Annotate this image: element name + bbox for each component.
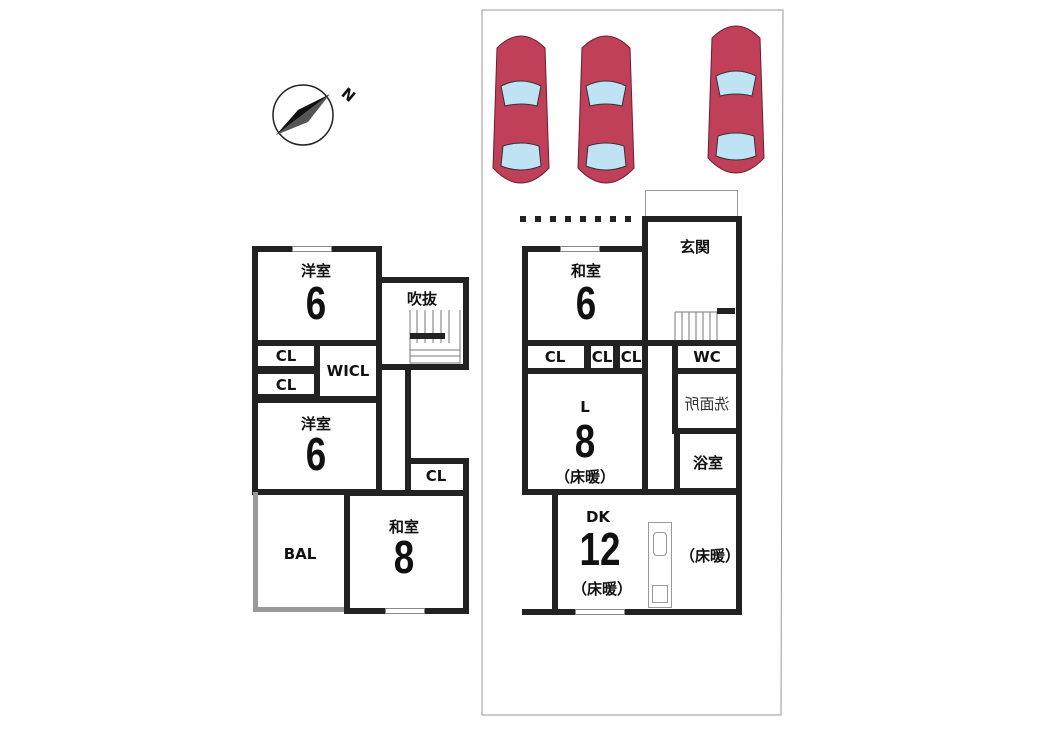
room-size: 6 — [305, 277, 327, 329]
sink-icon — [653, 532, 667, 556]
washroom-label: 洗面所 — [684, 395, 730, 413]
room-label: DK — [585, 508, 611, 526]
closet-label: CL — [275, 376, 297, 394]
room-size: 6 — [305, 428, 327, 480]
window — [292, 246, 332, 252]
wall — [522, 609, 558, 615]
room-label: L — [580, 398, 590, 416]
closet-label: CL — [425, 467, 447, 485]
wicl-label: WICL — [326, 362, 370, 380]
car-icon — [707, 25, 765, 174]
closet-label: CL — [275, 347, 297, 365]
room-label: 洋室 — [300, 262, 332, 280]
wall — [614, 489, 742, 495]
entrance-label: 玄関 — [679, 238, 711, 256]
room-size: 8 — [393, 531, 415, 583]
bathroom-label: 浴室 — [692, 454, 724, 472]
room-note: （床暖） — [571, 580, 633, 598]
window — [575, 609, 625, 615]
stairs-icon — [409, 310, 461, 364]
compass-icon — [272, 84, 334, 146]
room-size: 12 — [579, 523, 621, 575]
window — [560, 246, 600, 252]
balcony — [253, 492, 349, 612]
living-room — [522, 368, 648, 495]
atrium-label: 吹抜 — [406, 290, 438, 308]
toilet-label: WC — [693, 348, 721, 366]
stove-icon — [652, 585, 668, 603]
closet-label: CL — [591, 348, 613, 366]
dining-kitchen — [552, 489, 742, 615]
room-label: 和室 — [388, 518, 420, 536]
room-size: 6 — [575, 277, 597, 329]
dotted-boundary — [520, 216, 631, 222]
western-room-2 — [252, 397, 382, 495]
closet-label: CL — [620, 348, 642, 366]
car-icon — [492, 35, 550, 184]
closet-label: CL — [544, 348, 566, 366]
room-label: 洋室 — [300, 415, 332, 433]
stairs-icon — [674, 308, 735, 342]
car-icon — [577, 35, 635, 184]
kitchen-counter — [648, 522, 672, 608]
wall — [405, 368, 411, 462]
room-label: 和室 — [570, 262, 602, 280]
balcony-label: BAL — [283, 545, 317, 563]
room-note: （床暖） — [554, 468, 616, 486]
kitchen-note: （床暖） — [679, 547, 741, 565]
room-size: 8 — [574, 415, 596, 467]
window — [385, 608, 425, 614]
atrium — [376, 277, 469, 370]
